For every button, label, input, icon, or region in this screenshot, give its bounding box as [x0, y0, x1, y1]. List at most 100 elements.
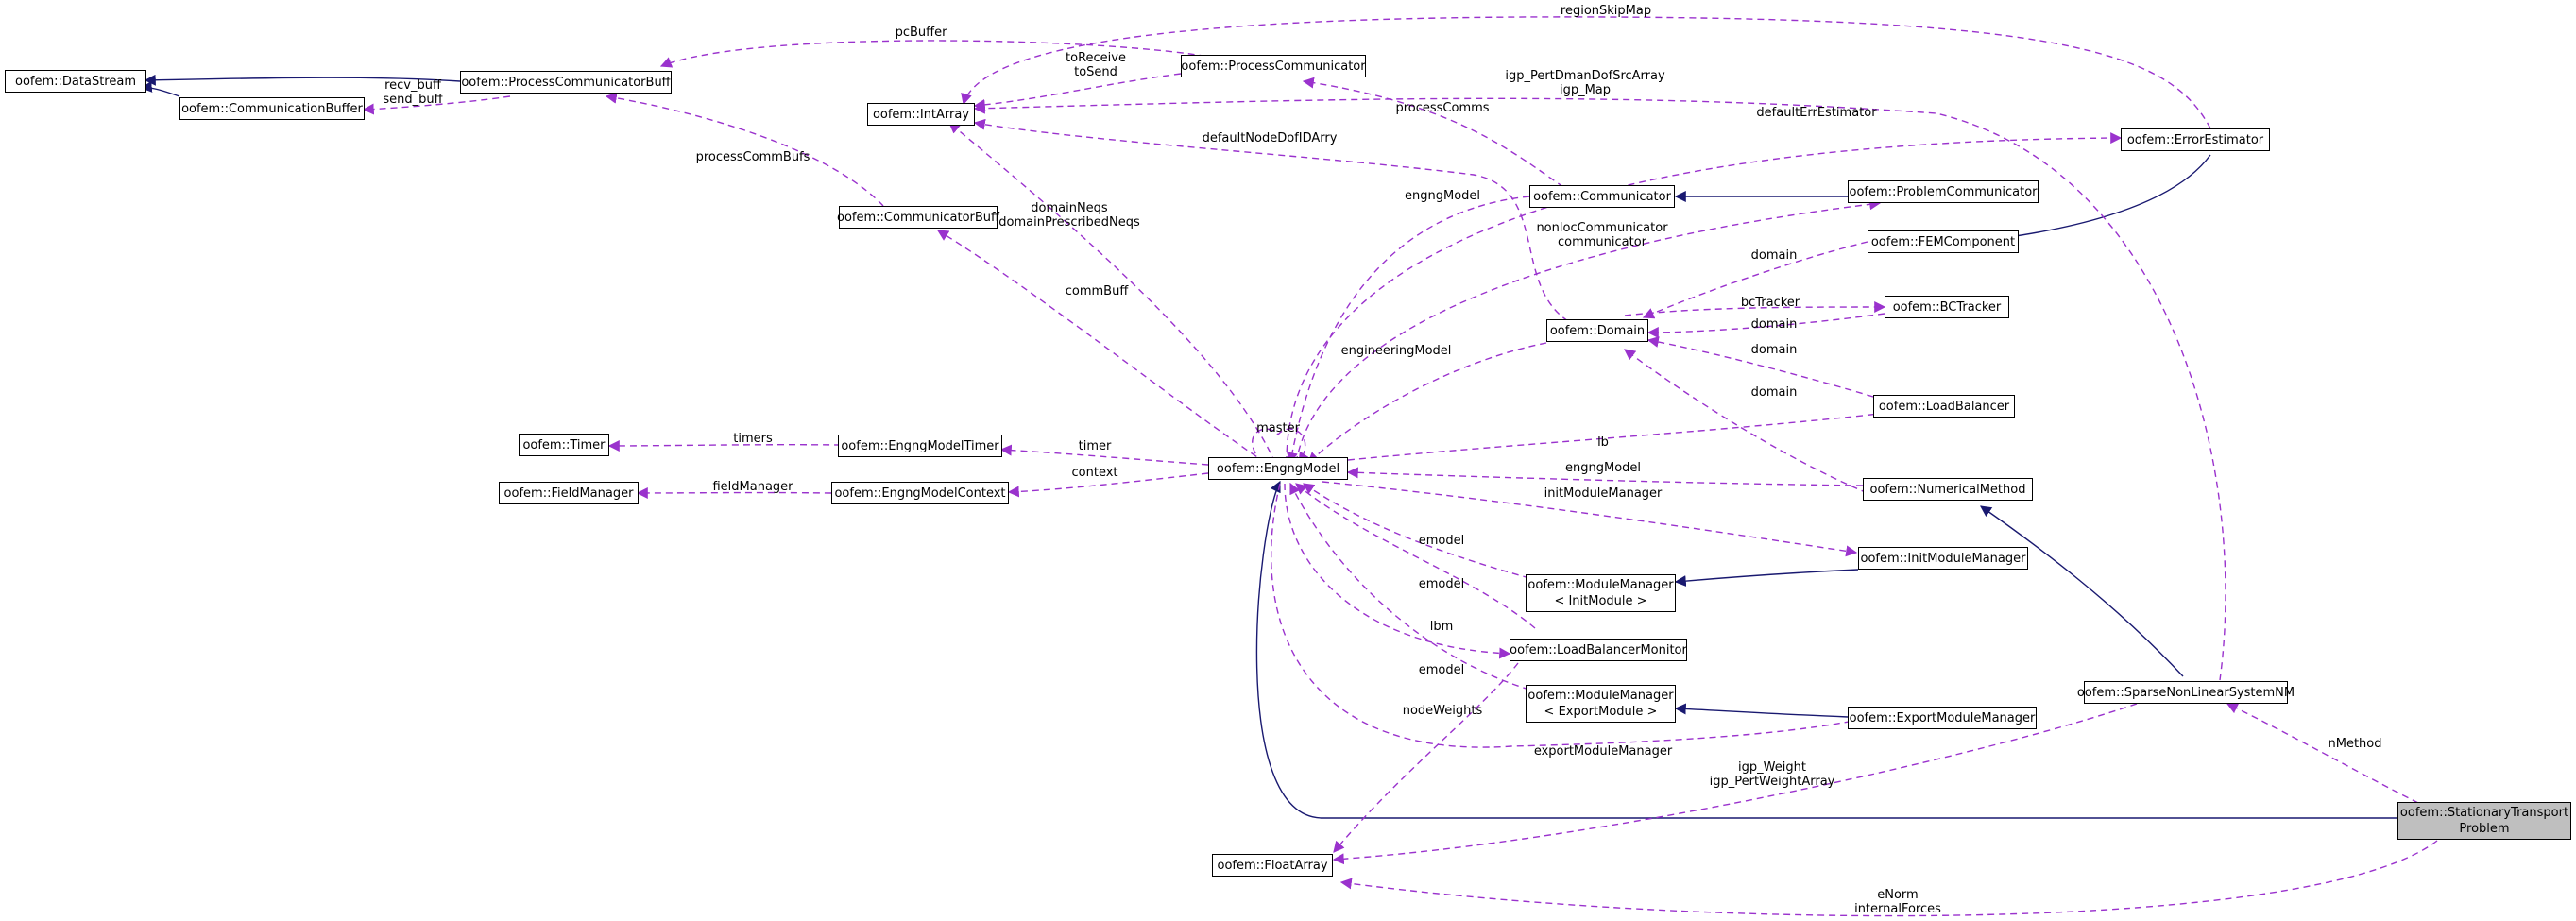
label-process-comm-bufs: processCommBufs: [695, 150, 810, 164]
edge-lbm: [1284, 483, 1511, 659]
edge-context: [1007, 472, 1209, 498]
edge-stationary-engngmodel: [1255, 480, 2397, 819]
edge-bctracker: [1624, 301, 1886, 316]
edge-pcb-datastream: [144, 74, 461, 86]
node-communicator[interactable]: oofem::Communicator: [1529, 185, 1675, 208]
edge-toreceive-tosend: [973, 73, 1182, 111]
node-module-manager-export-line1: oofem::ModuleManager: [1527, 689, 1674, 703]
edge-emodel-3: [1289, 482, 1530, 691]
node-error-estimator[interactable]: oofem::ErrorEstimator: [2121, 128, 2270, 151]
edge-engngmodel-nm: [1346, 467, 1864, 486]
node-stationary-transport-problem-line1: oofem::StationaryTransport: [2399, 806, 2569, 820]
node-sparse-nonlinear-system-nm[interactable]: oofem::SparseNonLinearSystemNM: [2077, 681, 2295, 704]
label-process-comms: processComms: [1395, 101, 1490, 115]
node-engng-model-timer[interactable]: oofem::EngngModelTimer: [838, 435, 1002, 457]
edge-igp-weight: [1332, 703, 2138, 865]
edge-engineeringmodel: [1307, 342, 1547, 464]
node-module-manager-init[interactable]: oofem::ModuleManager < InitModule >: [1526, 574, 1676, 612]
edge-initmodulemanager: [1322, 481, 1858, 557]
edge-defaultnodedofid: [973, 118, 1569, 322]
label-bc-tracker: bcTracker: [1740, 296, 1800, 310]
edge-enorm: [1339, 840, 2438, 917]
edge-fem-domain: [1642, 241, 1868, 319]
node-numerical-method[interactable]: oofem::NumericalMethod: [1863, 478, 2033, 501]
node-domain[interactable]: oofem::Domain: [1546, 319, 1648, 342]
node-process-communicator[interactable]: oofem::ProcessCommunicator: [1181, 55, 1366, 77]
edge-exportmodulemanager: [1271, 483, 1861, 748]
edge-errorestimator-femcomponent: [2001, 154, 2211, 243]
edge-domainneqs: [948, 122, 1276, 464]
node-load-balancer[interactable]: oofem::LoadBalancer: [1873, 395, 2015, 418]
edge-engngmodel-comm: [1287, 196, 1530, 465]
edge-loadbalancer-domain: [1646, 336, 1874, 398]
edge-sparse-numerical: [1980, 505, 2184, 677]
edge-nodeweights: [1333, 662, 1519, 853]
edge-recv-send-buff: [362, 95, 511, 115]
label-domain-lb: domain: [1750, 343, 1798, 357]
node-init-module-manager[interactable]: oofem::InitModuleManager: [1858, 547, 2028, 570]
node-bc-tracker[interactable]: oofem::BCTracker: [1885, 296, 2009, 318]
edge-nmethod: [2226, 703, 2419, 804]
label-emodel-3: emodel: [1418, 663, 1465, 677]
label-master: master: [1256, 421, 1300, 435]
label-domain-bc: domain: [1750, 317, 1798, 332]
edge-lb: [1347, 406, 1905, 461]
edge-igp-pert-map: [973, 97, 2226, 681]
node-timer[interactable]: oofem::Timer: [519, 434, 609, 456]
node-float-array[interactable]: oofem::FloatArray: [1212, 854, 1333, 877]
node-fem-component[interactable]: oofem::FEMComponent: [1868, 230, 2019, 253]
edge-exportmm-modulemanager: [1674, 703, 1849, 718]
label-init-module-manager: initModuleManager: [1544, 486, 1663, 501]
node-module-manager-init-line2: < InitModule >: [1554, 594, 1647, 608]
node-datastream[interactable]: oofem::DataStream: [5, 70, 146, 93]
node-engng-model[interactable]: oofem::EngngModel: [1208, 457, 1348, 480]
label-pc-buffer: pcBuffer: [895, 26, 947, 40]
label-engng-model-nm: engngModel: [1564, 461, 1642, 475]
label-n-method: nMethod: [2328, 737, 2382, 751]
label-region-skip-map: regionSkipMap: [1560, 4, 1652, 18]
node-field-manager[interactable]: oofem::FieldManager: [499, 482, 639, 504]
label-export-module-manager: exportModuleManager: [1533, 744, 1673, 759]
node-stationary-transport-problem[interactable]: oofem::StationaryTransport Problem: [2397, 802, 2571, 840]
label-engineering-model: engineeringModel: [1340, 344, 1452, 358]
edge-defaulterrestimator: [1286, 132, 2123, 464]
node-module-manager-init-line1: oofem::ModuleManager: [1527, 578, 1674, 592]
edge-pcbuffer: [659, 40, 1229, 68]
edge-commbuff: [936, 230, 1267, 464]
node-engng-model-context[interactable]: oofem::EngngModelContext: [831, 482, 1009, 504]
node-communicator-buff[interactable]: oofem::CommunicatorBuff: [837, 206, 999, 229]
label-timers: timers: [733, 432, 773, 446]
node-communication-buffer[interactable]: oofem::CommunicationBuffer: [179, 97, 365, 120]
edge-master: [1252, 428, 1309, 464]
label-engng-model-comm: engngModel: [1404, 189, 1481, 203]
label-field-manager: fieldManager: [712, 480, 793, 494]
edge-regionskipmap: [961, 16, 2211, 129]
edge-initmm-modulemanager: [1674, 569, 1859, 588]
label-emodel-1: emodel: [1418, 534, 1465, 548]
node-export-module-manager[interactable]: oofem::ExportModuleManager: [1848, 707, 2037, 729]
label-timer: timer: [1078, 439, 1112, 453]
node-problem-communicator[interactable]: oofem::ProblemCommunicator: [1848, 180, 2039, 203]
label-lbm: lbm: [1429, 620, 1454, 634]
label-emodel-2: emodel: [1418, 577, 1465, 591]
label-context: context: [1071, 466, 1118, 480]
edge-processcomms: [1302, 77, 1564, 188]
node-module-manager-export[interactable]: oofem::ModuleManager < ExportModule >: [1526, 685, 1676, 723]
node-load-balancer-monitor[interactable]: oofem::LoadBalancerMonitor: [1510, 639, 1687, 661]
node-int-array[interactable]: oofem::IntArray: [867, 103, 975, 126]
node-process-communicator-buff[interactable]: oofem::ProcessCommunicatorBuff: [460, 71, 672, 94]
edge-commbuffer-datastream: [140, 80, 180, 97]
edge-nonloccomm: [1295, 198, 1882, 464]
label-lb: lb: [1597, 435, 1609, 450]
edge-numerical-domain: [1624, 349, 1868, 494]
edge-timer: [999, 444, 1209, 466]
